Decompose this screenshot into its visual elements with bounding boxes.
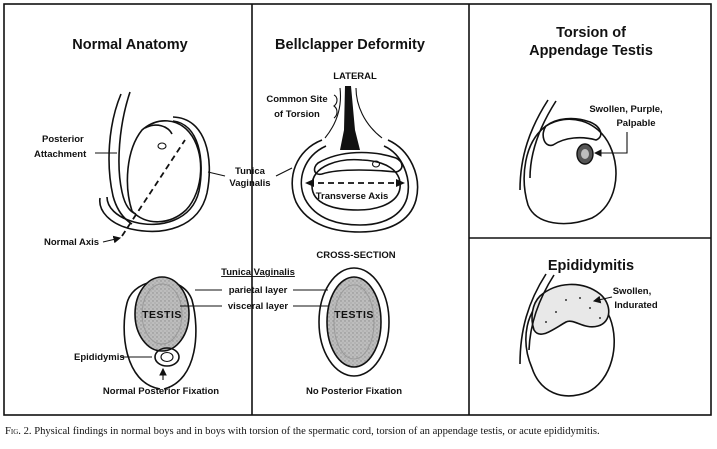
shared-labels: Tunica Vaginalis Tunica Vaginalis pariet… — [180, 166, 333, 312]
epididymitis-annotation-2: Indurated — [614, 300, 657, 311]
epididymitis-swollen-epididymis — [531, 283, 610, 335]
epididymitis-cord-2 — [528, 274, 555, 351]
normal-tunica-inner — [106, 120, 202, 226]
panel-bellclapper: Bellclapper Deformity LATERAL Transverse… — [266, 37, 425, 397]
appendage-title-2: Appendage Testis — [529, 43, 653, 59]
transverse-axis-arrow-left — [305, 179, 314, 187]
bellclapper-cs-testis — [326, 276, 382, 368]
appendage-cord-2 — [529, 100, 557, 179]
bellclapper-cs-testis-inner — [333, 284, 375, 360]
normal-cs-testis-inner — [141, 283, 183, 345]
bellclapper-cs-parietal — [318, 267, 390, 377]
tunica-vaginalis-label-1: Tunica — [235, 166, 266, 177]
bellclapper-tunica-outer — [291, 139, 419, 233]
tunica-leader-left — [207, 171, 226, 177]
epididymitis-stipple-1 — [565, 299, 567, 301]
common-site-label-1: Common Site — [266, 94, 327, 105]
bellclapper-cord-line-2 — [355, 87, 383, 139]
figure-caption: Fig. 2. Physical findings in normal boys… — [5, 426, 715, 437]
normal-epididymis-head — [144, 124, 173, 135]
tunica-vaginalis-label-2: Vaginalis — [229, 178, 270, 189]
figure-number: Fig. 2. — [5, 426, 32, 437]
panel-normal-anatomy: Normal Anatomy Posterior Attachment Norm… — [34, 37, 219, 397]
epididymitis-stipple-6 — [545, 321, 547, 323]
normal-axis-label: Normal Axis — [44, 237, 99, 248]
normal-axis-line — [121, 139, 186, 237]
bellclapper-tunica-inner — [300, 145, 409, 226]
appendage-epididymis — [542, 117, 602, 147]
caption-text: Physical findings in normal boys and in … — [34, 426, 600, 437]
epididymitis-cord-1 — [519, 273, 547, 365]
normal-cs-epididymis-core — [160, 351, 174, 363]
normal-testis-label: TESTIS — [142, 309, 182, 321]
cross-section-label: CROSS-SECTION — [316, 250, 395, 261]
panel-appendage-torsion: Torsion of Appendage Testis Swollen, Pur… — [519, 25, 663, 225]
epididymitis-annotation-1: Swollen, — [613, 286, 652, 297]
bellclapper-testis-label: TESTIS — [334, 309, 374, 321]
epididymitis-stipple-2 — [579, 297, 581, 299]
transverse-axis-label: Transverse Axis — [316, 191, 389, 202]
lateral-label: LATERAL — [333, 71, 377, 82]
posterior-attachment-label-2: Attachment — [34, 149, 87, 160]
appendage-nodule-highlight — [581, 149, 589, 159]
normal-cs-testis — [134, 276, 190, 352]
common-site-brace — [333, 94, 338, 119]
bellclapper-testis — [311, 158, 401, 211]
normal-cord-inner — [118, 91, 137, 215]
normal-cs-epididymis — [154, 347, 180, 367]
epididymis-label: Epididymis — [74, 352, 125, 363]
bellclapper-appendage — [371, 160, 381, 168]
transverse-axis-arrow-right — [396, 179, 405, 187]
epididymitis-stipple-3 — [589, 307, 591, 309]
posterior-attachment-label-1: Posterior — [42, 134, 84, 145]
epididymitis-annotation-leader — [592, 295, 613, 304]
bellclapper-title: Bellclapper Deformity — [275, 37, 425, 53]
appendage-annotation-leader — [593, 132, 628, 157]
epididymitis-title: Epididymitis — [548, 258, 634, 274]
appendage-annotation-2: Palpable — [616, 118, 655, 129]
panel-epididymitis: Epididymitis Swollen, Indurated — [519, 258, 658, 397]
normal-fixation-label: Normal Posterior Fixation — [103, 386, 219, 397]
normal-axis-arrow — [102, 235, 122, 244]
appendage-cord-1 — [519, 99, 549, 191]
bellclapper-cord-line-1 — [324, 87, 342, 139]
normal-spermatic-cord — [108, 93, 133, 225]
bellclapper-epididymis — [313, 151, 403, 176]
normal-title: Normal Anatomy — [72, 37, 187, 53]
figure-frame — [3, 3, 712, 416]
bellclapper-fixation-label: No Posterior Fixation — [306, 386, 402, 397]
epididymitis-stipple-4 — [599, 317, 601, 319]
normal-testis — [126, 120, 202, 223]
visceral-layer-label: visceral layer — [228, 301, 289, 312]
epididymitis-stipple-5 — [555, 311, 557, 313]
common-site-label-2: of Torsion — [274, 109, 320, 120]
appendage-title-1: Torsion of — [556, 25, 626, 41]
tunica-vaginalis-heading: Tunica Vaginalis — [221, 267, 295, 278]
tunica-leader-right — [275, 167, 293, 177]
normal-appendage — [157, 142, 167, 150]
normal-tunica-outline — [99, 116, 211, 233]
appendage-annotation-1: Swollen, Purple, — [589, 104, 662, 115]
appendage-testis — [523, 118, 617, 225]
parietal-layer-label: parietal layer — [229, 285, 288, 296]
bellclapper-cord — [340, 86, 360, 150]
